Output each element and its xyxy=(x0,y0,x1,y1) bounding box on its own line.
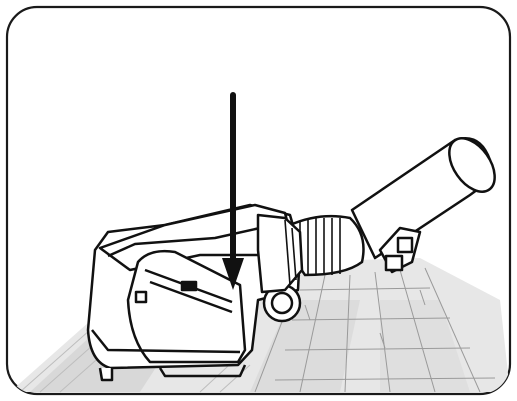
illustration-canvas xyxy=(0,0,517,401)
illustration-panel xyxy=(0,0,517,401)
